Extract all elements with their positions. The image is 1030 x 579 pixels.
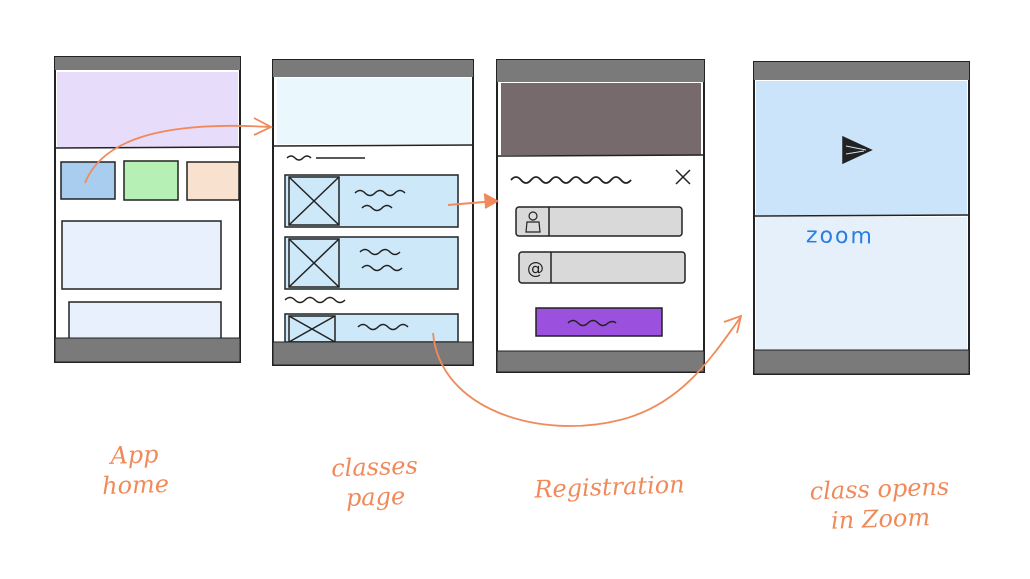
category-tile-peach[interactable] — [186, 161, 240, 201]
name-field[interactable] — [515, 206, 683, 237]
caption-zoom: class opens in Zoom — [784, 471, 976, 538]
caption-app-home: App home — [89, 438, 181, 501]
top-status-bar — [754, 62, 969, 80]
section-heading-scribble — [286, 155, 365, 161]
caption-line: home — [101, 469, 170, 501]
class-card[interactable] — [284, 174, 459, 228]
caption-line: App — [109, 440, 159, 470]
home-card-large[interactable] — [61, 220, 222, 290]
bottom-nav-bar — [496, 350, 705, 373]
class-title-scribble — [354, 189, 406, 212]
class-card[interactable] — [284, 236, 459, 290]
caption-line: page — [345, 481, 406, 513]
classes-screen — [272, 59, 474, 366]
caption-line: Registration — [533, 470, 686, 504]
at-sign-icon: @ — [527, 259, 544, 279]
zoom-brand-text: zoom — [805, 223, 875, 250]
bottom-nav-bar — [272, 341, 474, 366]
registration-header-image — [501, 83, 701, 155]
classes-header-banner — [277, 78, 471, 144]
svg-text:@: @ — [527, 259, 544, 279]
bottom-nav-bar — [753, 349, 970, 375]
home-card-small[interactable] — [68, 301, 222, 341]
close-icon[interactable] — [675, 169, 691, 185]
registration-title-scribble — [510, 176, 632, 184]
flow-arrow-classes-to-registration — [447, 193, 500, 209]
category-tile-green[interactable] — [123, 160, 179, 201]
image-placeholder-icon — [288, 176, 340, 226]
class-title-scribble — [359, 248, 403, 272]
bottom-nav-bar — [54, 337, 241, 363]
class-card[interactable] — [284, 313, 459, 343]
top-status-bar — [497, 60, 704, 82]
zoom-lower-area — [756, 217, 967, 350]
zoom-screen — [753, 61, 970, 375]
registration-screen: @ — [496, 59, 705, 373]
user-icon — [525, 211, 541, 233]
register-button[interactable] — [535, 307, 663, 337]
top-status-bar — [273, 60, 473, 77]
caption-classes-page: classes page — [299, 449, 451, 514]
app-home-screen — [54, 56, 241, 363]
flow-arrow-registration-to-zoom — [432, 314, 743, 427]
category-tile-blue[interactable] — [60, 161, 116, 200]
top-status-bar — [55, 57, 240, 70]
image-placeholder-icon — [288, 238, 340, 288]
caption-registration: Registration — [522, 469, 698, 505]
class-title-scribble — [357, 323, 409, 331]
flow-arrow-home-to-classes — [84, 117, 274, 184]
play-icon[interactable] — [842, 135, 873, 165]
section-heading-scribble — [284, 296, 346, 304]
email-field[interactable]: @ — [518, 251, 686, 284]
